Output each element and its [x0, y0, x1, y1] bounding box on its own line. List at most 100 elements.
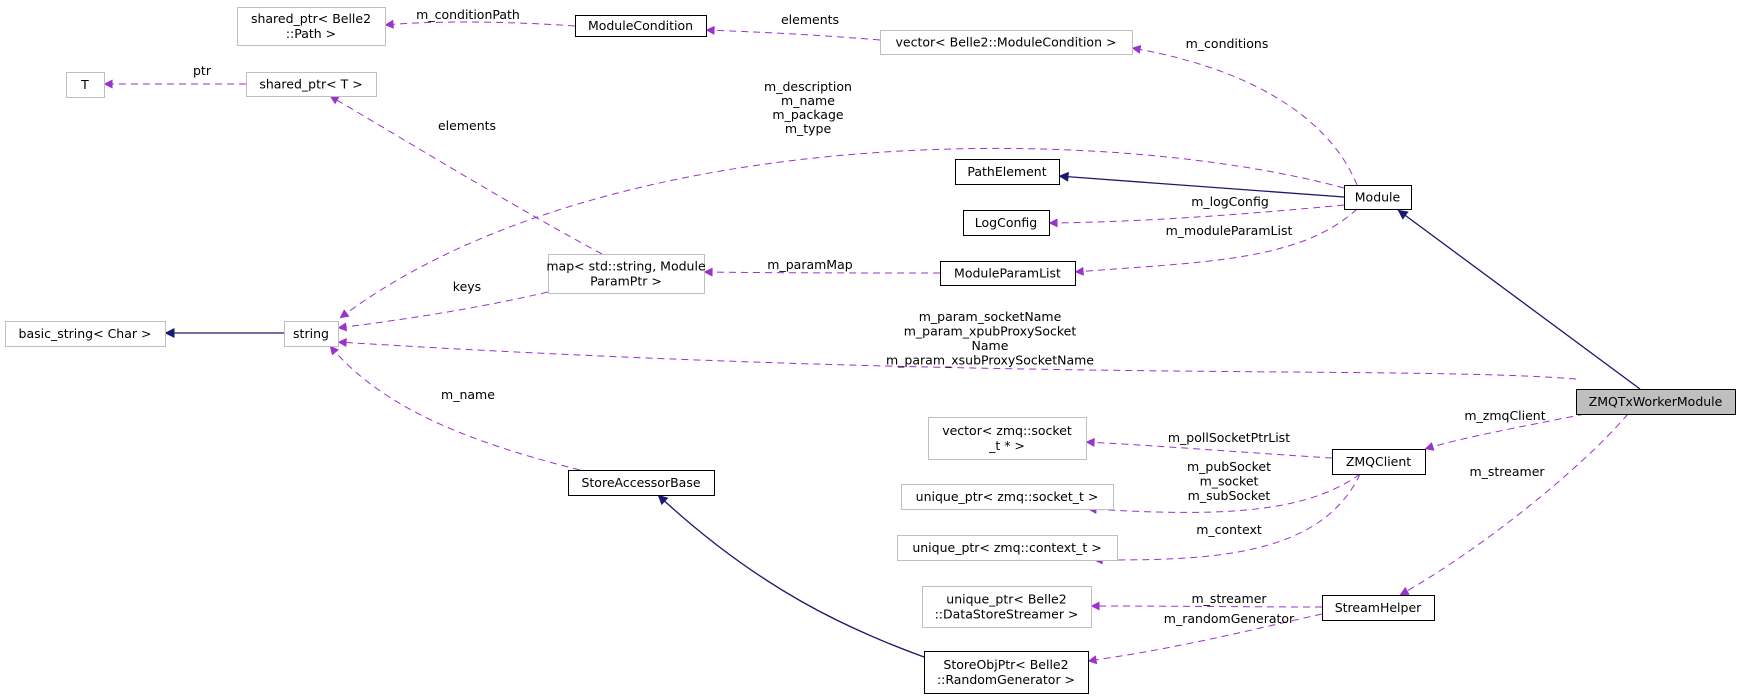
node-box	[922, 586, 1092, 628]
class-node-module[interactable]: Module	[1344, 185, 1412, 210]
class-node-store-obj-ptr[interactable]: StoreObjPtr< Belle2::RandomGenerator >	[924, 651, 1089, 694]
edge-label-context: m_context	[1196, 522, 1262, 537]
edge-label-param-map: m_paramMap	[767, 257, 852, 272]
node-label: T	[80, 77, 89, 92]
node-box	[66, 72, 105, 98]
edge-label-store-name: m_name	[441, 387, 495, 402]
class-node-store-accessor-base[interactable]: StoreAccessorBase	[568, 470, 715, 496]
usage-edge	[337, 291, 549, 332]
node-label: Module	[1355, 190, 1401, 205]
node-box	[940, 261, 1076, 286]
class-node-shared-ptr-path[interactable]: shared_ptr< Belle2::Path >	[237, 7, 386, 46]
node-label: unique_ptr< Belle2::DataStoreStreamer >	[935, 592, 1079, 622]
usage-edge	[329, 345, 581, 471]
node-label: ZMQClient	[1346, 454, 1411, 469]
class-node-module-condition[interactable]: ModuleCondition	[575, 15, 707, 37]
node-label: vector< zmq::socket_t * >	[942, 423, 1072, 453]
inheritance-edge	[1397, 209, 1641, 390]
class-node-shared-ptr-t[interactable]: shared_ptr< T >	[246, 72, 377, 97]
usage-edge	[1074, 208, 1358, 276]
class-node-stream-helper[interactable]: StreamHelper	[1322, 595, 1435, 621]
node-label: StoreObjPtr< Belle2::RandomGenerator >	[937, 657, 1075, 687]
class-node-log-config[interactable]: LogConfig	[963, 210, 1050, 236]
usage-edge	[1090, 601, 1323, 611]
usage-edge	[1048, 204, 1345, 228]
class-node-zmq-tx-worker-module[interactable]: ZMQTxWorkerModule	[1576, 389, 1736, 415]
inheritance-edge	[657, 494, 925, 658]
edge-label-ptr: ptr	[193, 63, 212, 78]
usage-edge	[705, 25, 881, 41]
node-box	[880, 30, 1133, 55]
node-label: shared_ptr< T >	[259, 77, 362, 92]
node-box	[5, 321, 166, 347]
node-box	[901, 484, 1114, 510]
class-node-unique-ptr-socket[interactable]: unique_ptr< zmq::socket_t >	[901, 484, 1114, 510]
node-box	[568, 470, 715, 496]
edge-label-condition-path: m_conditionPath	[416, 7, 520, 22]
node-label: LogConfig	[975, 215, 1037, 230]
edge-label-shared-elements: elements	[438, 118, 496, 133]
edge-label-conditions: m_conditions	[1186, 36, 1269, 51]
usage-edge	[1087, 613, 1323, 665]
node-box	[548, 254, 705, 294]
node-box	[955, 159, 1060, 185]
node-box	[1576, 389, 1736, 415]
node-box	[963, 210, 1050, 236]
class-node-unique-ptr-context[interactable]: unique_ptr< zmq::context_t >	[897, 535, 1118, 561]
usage-edge	[1085, 437, 1333, 459]
edge-label-helper-streamer: m_streamer	[1191, 591, 1267, 606]
node-box	[575, 15, 707, 37]
usage-edge	[1093, 473, 1361, 565]
node-box	[1332, 449, 1426, 475]
node-label: ModuleParamList	[954, 266, 1061, 281]
class-node-vector-module-condition[interactable]: vector< Belle2::ModuleCondition >	[880, 30, 1133, 55]
usage-edge	[703, 267, 941, 277]
usage-edge	[1424, 413, 1586, 451]
node-box	[928, 417, 1087, 460]
class-node-basic-string[interactable]: basic_string< Char >	[5, 321, 166, 347]
node-label: shared_ptr< Belle2::Path >	[251, 11, 371, 41]
usage-edge	[337, 338, 1577, 380]
class-node-zmq-client[interactable]: ZMQClient	[1332, 449, 1426, 475]
class-node-string[interactable]: string	[284, 321, 339, 347]
class-node-unique-ptr-datastore[interactable]: unique_ptr< Belle2::DataStoreStreamer >	[922, 586, 1092, 628]
node-label: ZMQTxWorkerModule	[1589, 394, 1723, 409]
class-node-path-element[interactable]: PathElement	[955, 159, 1060, 185]
edge-label-module-param-list: m_moduleParamList	[1166, 223, 1293, 238]
node-label: StreamHelper	[1335, 600, 1422, 615]
node-box	[897, 535, 1118, 561]
edge-label-streamer: m_streamer	[1469, 464, 1545, 479]
node-label: StoreAccessorBase	[581, 475, 700, 490]
node-label: basic_string< Char >	[19, 326, 152, 341]
class-node-t[interactable]: T	[66, 72, 105, 98]
edge-label-random-generator: m_randomGenerator	[1164, 611, 1295, 626]
edge-label-log-config: m_logConfig	[1191, 194, 1269, 209]
node-label: ModuleCondition	[588, 18, 693, 33]
edge-label-zmq-client: m_zmqClient	[1464, 408, 1545, 423]
node-box	[1344, 185, 1412, 210]
usage-edge	[329, 95, 603, 255]
node-label: vector< Belle2::ModuleCondition >	[896, 35, 1117, 50]
node-box	[924, 651, 1089, 694]
edge-label-poll-socket: m_pollSocketPtrList	[1168, 430, 1290, 445]
node-label: string	[293, 326, 329, 341]
usage-edge	[1131, 45, 1358, 186]
node-label: unique_ptr< zmq::context_t >	[912, 540, 1101, 555]
node-box	[1322, 595, 1435, 621]
class-node-vector-zmq-socket[interactable]: vector< zmq::socket_t * >	[928, 417, 1087, 460]
edge-label-keys: keys	[453, 279, 481, 294]
usage-edge	[1399, 413, 1629, 596]
node-box	[246, 72, 377, 97]
edge-label-condition-elements: elements	[781, 12, 839, 27]
node-box	[284, 321, 339, 347]
class-node-module-param-list[interactable]: ModuleParamList	[940, 261, 1076, 286]
usage-edge	[1087, 473, 1361, 514]
usage-edge	[339, 147, 1345, 319]
node-box	[237, 7, 386, 46]
